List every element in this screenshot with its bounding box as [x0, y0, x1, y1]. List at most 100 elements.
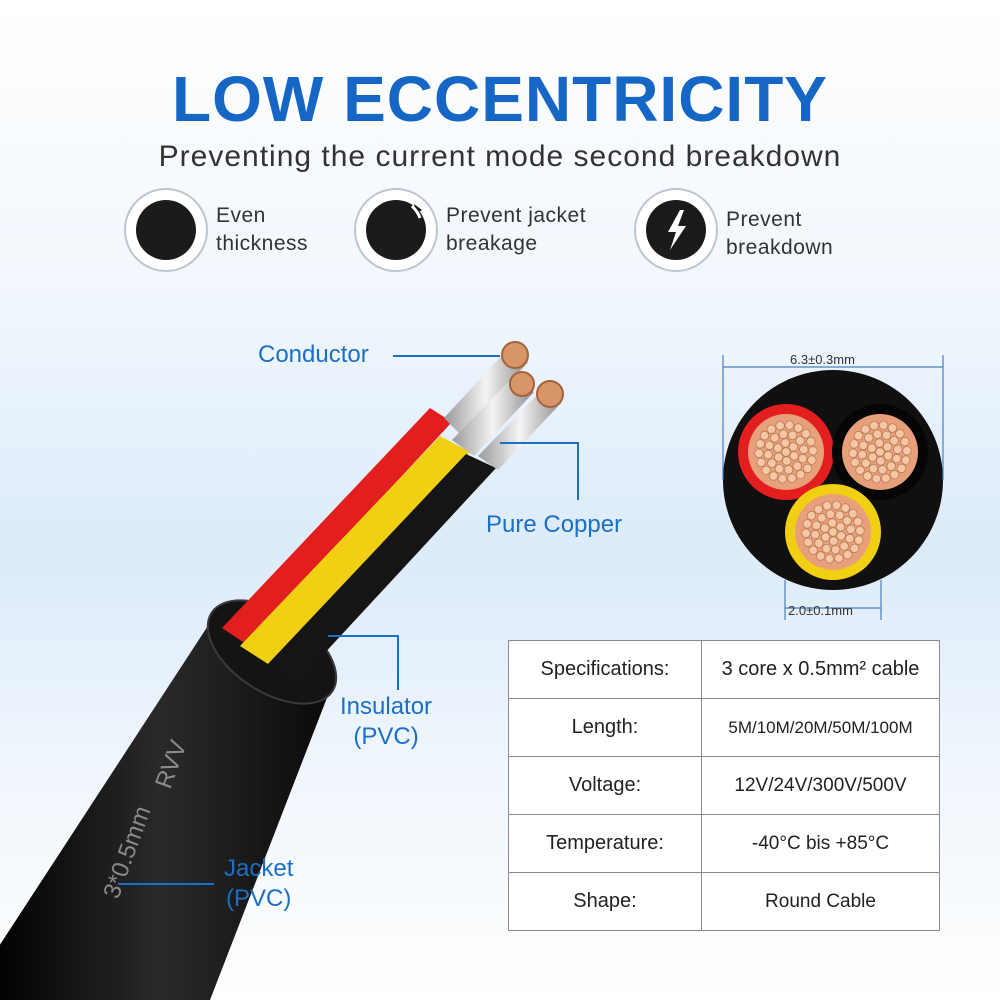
callout-conductor: Conductor — [258, 341, 369, 368]
yellow-core — [240, 436, 470, 664]
copper-strand — [860, 424, 871, 435]
copper-strand — [821, 544, 832, 554]
copper-strand — [767, 458, 777, 468]
table-row: Voltage: 12V/24V/300V/500V — [508, 756, 940, 815]
callout-line: (PVC) — [353, 723, 419, 750]
copper-strand — [817, 513, 827, 523]
spec-value: 12V/24V/300V/500V — [701, 756, 940, 815]
copper-strand — [770, 433, 780, 443]
copper-strand — [900, 436, 910, 447]
copper-strand — [773, 443, 783, 453]
copper-strand — [834, 553, 844, 564]
leader-lines — [118, 355, 579, 885]
feature-line: breakage — [446, 232, 538, 255]
copper-strand — [801, 528, 811, 538]
copper-strand — [845, 533, 855, 544]
copper-strand — [848, 509, 858, 519]
copper-strand — [811, 520, 822, 531]
table-row: Length: 5M/10M/20M/50M/100M — [508, 698, 940, 757]
copper-strand — [831, 500, 842, 510]
feature-label: Prevent jacket breakage — [446, 202, 636, 258]
copper-strand — [830, 545, 841, 555]
spec-value: 5M/10M/20M/50M/100M — [701, 698, 940, 757]
copper-strand — [810, 529, 820, 540]
copper-strand — [827, 518, 838, 528]
table-row: Temperature: -40°C bis +85°C — [508, 814, 940, 873]
copper-strand — [802, 519, 812, 529]
copper-strand — [850, 457, 860, 468]
feature-line: Prevent jacket — [446, 204, 587, 227]
copper-strand — [759, 430, 770, 441]
copper-strand — [839, 541, 849, 551]
spec-value: Round Cable — [701, 872, 940, 931]
copper-strand — [806, 510, 817, 521]
copper-strand — [808, 545, 818, 556]
copper-strand — [802, 463, 813, 474]
copper-strand — [755, 439, 765, 449]
copper-strand — [874, 438, 885, 448]
spec-label: Length: — [508, 698, 702, 757]
copper-strand — [763, 449, 773, 460]
copper-strand — [896, 463, 907, 474]
copper-strand — [849, 543, 860, 554]
copper-strand — [807, 455, 817, 465]
copper-strand — [881, 473, 891, 484]
table-row: Shape: Round Cable — [508, 872, 940, 931]
copper-strand — [814, 538, 824, 548]
copper-strand — [862, 471, 873, 481]
feature-label: Even thickness — [216, 202, 406, 258]
copper-strand — [875, 447, 885, 457]
copper-strand — [876, 456, 886, 466]
copper-strand — [798, 453, 808, 464]
copper-strand — [822, 501, 832, 511]
copper-strand — [882, 442, 893, 452]
copper-strand — [795, 470, 806, 480]
dimension-lines — [722, 355, 944, 620]
copper-strand — [858, 440, 869, 451]
copper-strand — [889, 470, 900, 480]
copper-strand — [768, 471, 779, 481]
feature-label: Prevent breakdown — [726, 206, 916, 262]
copper-strand — [853, 430, 864, 441]
copper-strand — [835, 522, 846, 532]
chipped-circle-icon — [354, 188, 438, 272]
copper-strand — [773, 452, 784, 462]
copper-strand — [854, 535, 864, 545]
copper-strand — [892, 453, 902, 464]
copper-strand — [795, 436, 805, 446]
copper-strand — [883, 451, 893, 461]
spec-value: -40°C bis +85°C — [701, 814, 940, 873]
copper-strand — [869, 421, 879, 431]
callout-line: Insulator — [340, 693, 433, 720]
stranded-wires — [444, 341, 564, 470]
copper-strand — [836, 531, 846, 541]
spec-label: Shape: — [508, 872, 702, 931]
copper-strand — [815, 551, 826, 561]
copper-strand — [857, 449, 867, 460]
feature-line: breakdown — [726, 236, 834, 259]
copper-strand — [778, 429, 789, 439]
copper-strand — [840, 503, 851, 513]
copper-strand — [783, 465, 794, 475]
cross-section — [723, 370, 943, 590]
copper-strand — [872, 429, 883, 439]
copper-strand — [801, 429, 811, 439]
copper-strand — [774, 464, 785, 474]
copper-strand — [886, 461, 896, 471]
copper-strand — [889, 436, 899, 446]
copper-strand — [806, 436, 816, 447]
solid-circle-icon — [124, 188, 208, 272]
copper-strand — [777, 474, 788, 484]
callout-pure-copper: Pure Copper — [486, 511, 623, 538]
copper-strand — [853, 516, 863, 527]
copper-strand — [895, 429, 905, 439]
feature-line: Prevent — [726, 208, 802, 231]
copper-strand — [871, 474, 882, 484]
copper-strand — [877, 465, 888, 475]
callout-jacket: Jacket (PVC) — [224, 854, 293, 914]
spec-value: 3 core x 0.5mm² cable — [701, 640, 940, 699]
copper-strand — [808, 446, 818, 456]
callout-line: (PVC) — [226, 885, 292, 912]
copper-strand — [878, 420, 889, 430]
